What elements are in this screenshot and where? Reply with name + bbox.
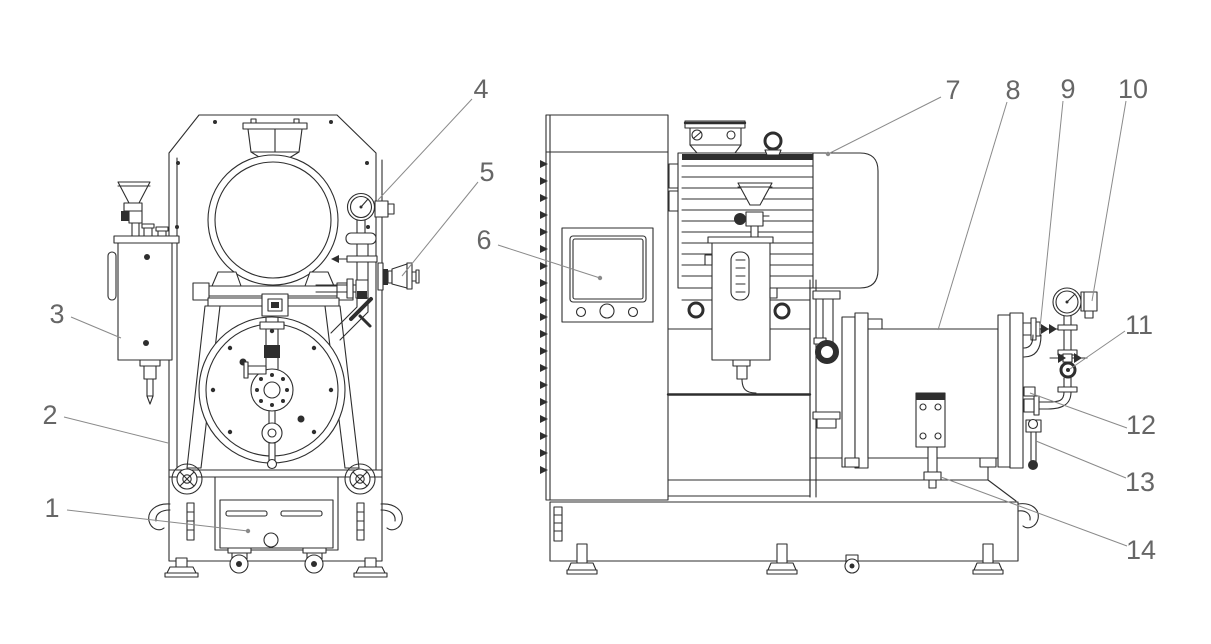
leader-dot-1 <box>245 528 251 534</box>
callout-label-14: 14 <box>1126 535 1156 565</box>
louver-vents <box>540 160 548 474</box>
leader-line-4 <box>377 98 473 201</box>
base-frame-side <box>549 501 1039 575</box>
side-view <box>540 114 1098 575</box>
leader-line-12 <box>1029 392 1128 429</box>
lifting-eye <box>763 131 783 156</box>
terminal-box <box>683 120 747 154</box>
leader-line-6 <box>497 244 601 279</box>
panel-button-right <box>627 306 639 318</box>
drain-handle <box>1025 418 1042 470</box>
leader-line-5 <box>401 181 479 277</box>
leader-line-1 <box>66 509 249 532</box>
premix-tank <box>107 181 180 405</box>
mill-door-circle <box>198 316 346 470</box>
pressure-gauge-side <box>1052 287 1098 319</box>
callout-2: 2 <box>42 400 169 444</box>
callout-label-11: 11 <box>1125 310 1153 340</box>
touch-screen <box>569 235 647 303</box>
callout-label-7: 7 <box>945 75 960 105</box>
leader-line-7 <box>827 96 942 155</box>
callout-13: 13 <box>1035 440 1155 497</box>
callout-5: 5 <box>401 157 495 277</box>
callout-8: 8 <box>937 75 1021 331</box>
callout-label-3: 3 <box>49 299 64 329</box>
callout-12: 12 <box>1029 392 1156 440</box>
callout-label-12: 12 <box>1126 410 1156 440</box>
leader-line-8 <box>937 101 1008 331</box>
callout-label-13: 13 <box>1125 467 1155 497</box>
leader-dot-7 <box>825 151 831 157</box>
front-view <box>107 114 420 578</box>
sight-glass <box>730 251 750 301</box>
base-frame-front <box>148 463 403 578</box>
leader-line-14 <box>940 476 1128 547</box>
callout-10: 10 <box>1091 74 1148 302</box>
leader-line-13 <box>1035 440 1127 479</box>
collection-cart <box>219 499 334 574</box>
ball-valve <box>1059 361 1077 379</box>
leader-line-2 <box>63 416 169 444</box>
outlet-valve-front <box>377 262 420 291</box>
feed-tank-side <box>704 182 778 394</box>
callout-1: 1 <box>44 493 251 534</box>
callout-9: 9 <box>1039 74 1076 329</box>
control-cabinet <box>540 114 669 501</box>
callout-6: 6 <box>476 225 603 281</box>
callout-label-1: 1 <box>44 493 59 523</box>
control-panel[interactable] <box>561 227 654 323</box>
callout-14: 14 <box>940 476 1156 565</box>
callout-4: 4 <box>377 74 489 201</box>
grinding-chamber <box>809 279 1024 498</box>
leader-dot-6 <box>597 275 603 281</box>
leader-line-11 <box>1069 330 1126 370</box>
callout-label-2: 2 <box>42 400 57 430</box>
callout-label-8: 8 <box>1005 75 1020 105</box>
callout-label-4: 4 <box>473 74 488 104</box>
callout-label-9: 9 <box>1060 74 1075 104</box>
chamber-bracket <box>915 392 946 489</box>
leader-line-9 <box>1039 100 1064 329</box>
callout-11: 11 <box>1069 310 1153 370</box>
callout-label-5: 5 <box>479 157 494 187</box>
callout-label-10: 10 <box>1118 74 1148 104</box>
gauge-and-piping-front <box>315 192 395 341</box>
outlet-piping-side <box>1022 287 1098 470</box>
callout-label-6: 6 <box>476 225 491 255</box>
panel-button-left <box>575 306 587 318</box>
panel-button-center <box>599 303 615 319</box>
inlet-column <box>809 279 841 498</box>
callout-7: 7 <box>825 75 961 157</box>
callout-3: 3 <box>49 299 122 339</box>
drum-front-circle <box>207 154 339 286</box>
leader-line-10 <box>1091 100 1127 302</box>
leader-line-3 <box>70 316 122 339</box>
